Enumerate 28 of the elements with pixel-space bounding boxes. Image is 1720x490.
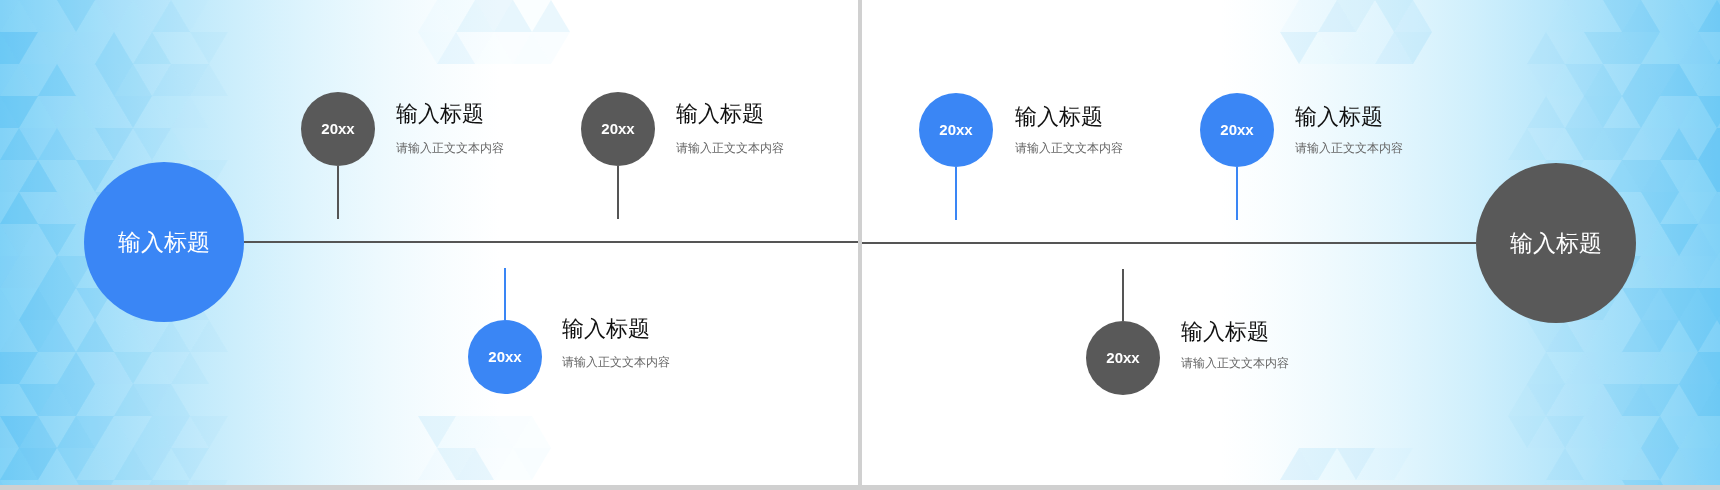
stem-line bbox=[1236, 166, 1238, 221]
entry-title: 输入标题 bbox=[1015, 104, 1103, 130]
stem-line bbox=[955, 166, 957, 221]
stem-line bbox=[617, 165, 619, 220]
timeline-line bbox=[243, 241, 859, 243]
stem-line bbox=[504, 267, 506, 321]
circle-title: 输入标题 bbox=[1510, 229, 1602, 257]
year-label: 20xx bbox=[488, 348, 522, 366]
entry-title: 输入标题 bbox=[1181, 319, 1269, 345]
entry-description: 请输入正文文本内容 bbox=[1181, 356, 1289, 371]
entry-description: 请输入正文文本内容 bbox=[1295, 141, 1403, 156]
stem-line bbox=[1122, 268, 1124, 322]
entry-title: 输入标题 bbox=[562, 316, 650, 342]
year-label: 20xx bbox=[601, 120, 635, 138]
year-label: 20xx bbox=[321, 120, 355, 138]
entry-title: 输入标题 bbox=[676, 101, 764, 127]
circle-title: 输入标题 bbox=[118, 228, 210, 256]
entry-description: 请输入正文文本内容 bbox=[562, 355, 670, 370]
entry-description: 请输入正文文本内容 bbox=[1015, 141, 1123, 156]
entry-title: 输入标题 bbox=[396, 101, 484, 127]
year-label: 20xx bbox=[939, 121, 973, 139]
timeline-line bbox=[861, 242, 1477, 244]
entry-title: 输入标题 bbox=[1295, 104, 1383, 130]
stem-line bbox=[337, 165, 339, 220]
year-label: 20xx bbox=[1220, 121, 1254, 139]
entry-description: 请输入正文文本内容 bbox=[396, 141, 504, 156]
entry-description: 请输入正文文本内容 bbox=[676, 141, 784, 156]
year-label: 20xx bbox=[1106, 349, 1140, 367]
